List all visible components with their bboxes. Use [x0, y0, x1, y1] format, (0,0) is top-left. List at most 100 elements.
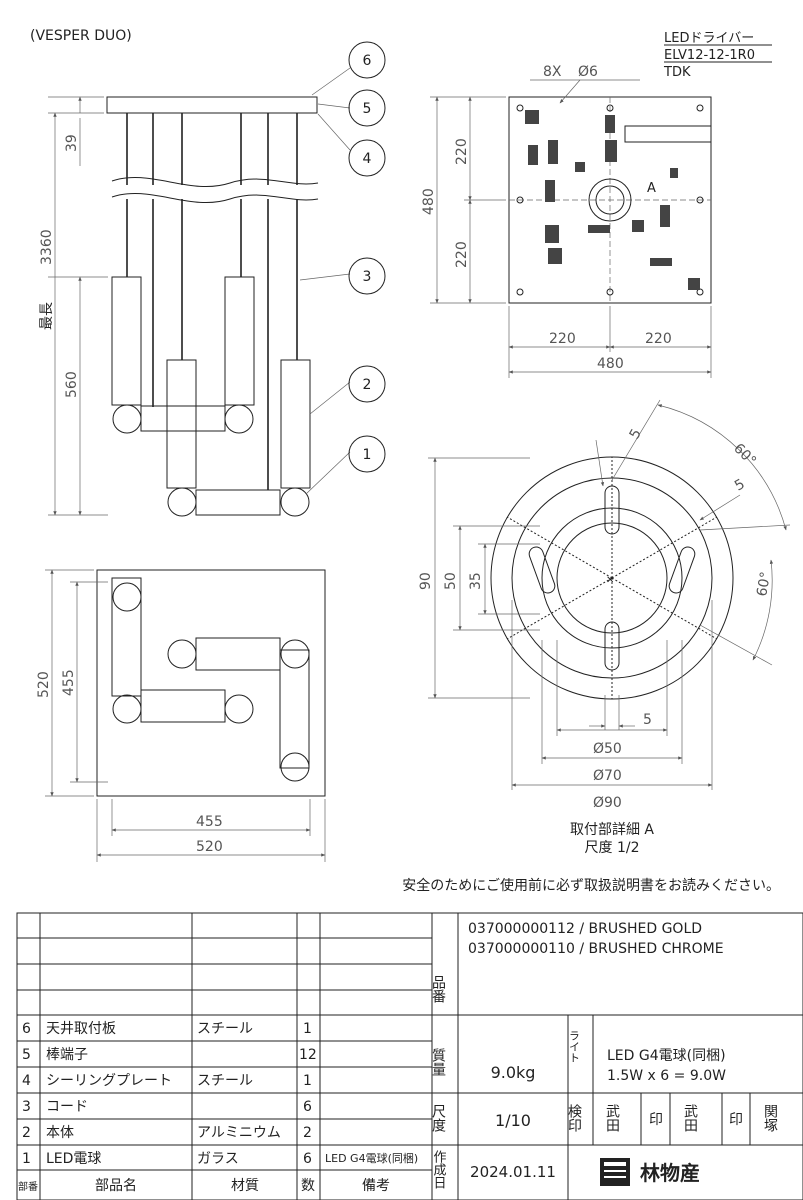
callout-2: 2 [348, 365, 386, 403]
detail-dim-35: 35 [468, 572, 484, 590]
plan-dim-520-horizontal: 520 [196, 839, 223, 855]
svg-text:12: 12 [299, 1047, 317, 1063]
dim-480-vertical: 480 [421, 188, 437, 215]
holes-count: 8X [543, 64, 562, 80]
break-line-top [111, 177, 319, 187]
body-tubes [111, 276, 311, 516]
part-row-3: 3 コード 6 [22, 1099, 312, 1115]
part-row-6: 6 天井取付板 スチール 1 [22, 1021, 312, 1037]
product-no-gold: 037000000112 / BRUSHED GOLD [468, 921, 702, 937]
detail-scale: 尺度 1/2 [585, 840, 640, 856]
mounting-plate-view: A 8X Ø6 480 220 220 220 220 480 [421, 64, 712, 378]
side-elevation-view: 39 3360 最長 560 6 5 4 3 [39, 41, 386, 517]
plan-outline [96, 569, 326, 797]
part-row-4: 4 シーリングプレート スチール 1 [22, 1073, 312, 1089]
svg-text:備考: 備考 [362, 1178, 390, 1194]
callout-3: 3 [348, 257, 386, 295]
check-label: 検印 [566, 1104, 582, 1132]
stamp-5: 関塚 [762, 1104, 778, 1132]
weight-label: 質量 [430, 1048, 446, 1076]
detail-dim-5-bottom: 5 [643, 712, 652, 728]
svg-text:2: 2 [363, 377, 372, 393]
title-block: 6 天井取付板 スチール 1 5 棒端子 12 4 シーリングプレート スチール… [16, 912, 803, 1200]
dim-560: 560 [64, 371, 80, 398]
svg-text:アルミニウム: アルミニウム [197, 1125, 281, 1141]
hole-diameter: Ø6 [578, 64, 598, 80]
svg-text:3: 3 [363, 269, 372, 285]
stamp-1: 武田 [604, 1104, 620, 1132]
svg-text:1: 1 [303, 1021, 312, 1037]
detail-dia-50: Ø50 [593, 741, 622, 757]
stamp-3: 武田 [682, 1104, 698, 1132]
terminal-blocks [525, 110, 700, 290]
company-logo [600, 1158, 630, 1186]
dim-220-upper: 220 [454, 138, 470, 165]
detail-a-view: ✕ [418, 399, 791, 856]
cords-lower [126, 199, 298, 490]
svg-text:2: 2 [303, 1125, 312, 1141]
stamp-2: 印 [649, 1112, 663, 1128]
dim-220-left: 220 [549, 331, 576, 347]
svg-text:TDK: TDK [663, 65, 691, 80]
svg-text:ELV12-12-1R0: ELV12-12-1R0 [664, 48, 755, 63]
plan-view: 520 455 455 520 [36, 569, 326, 862]
scale-label: 尺度 [430, 1104, 446, 1132]
svg-text:3: 3 [22, 1099, 31, 1115]
svg-text:LED G4電球(同梱): LED G4電球(同梱) [325, 1151, 418, 1165]
parts-header: 部番 部品名 材質 数 備考 [18, 1178, 390, 1194]
detail-mark-a: A [647, 181, 656, 196]
light-label: ライト [568, 1030, 581, 1063]
safety-note: 安全のためにご使用前に必ず取扱説明書をお読みください。 [402, 877, 780, 894]
detail-dim-50: 50 [443, 572, 459, 590]
plan-dim-455-horizontal: 455 [196, 814, 223, 830]
detail-dia-90: Ø90 [593, 795, 622, 811]
detail-dim-5-top: 5 [627, 426, 645, 442]
dim-39: 39 [64, 134, 80, 152]
created-date: 2024.01.11 [470, 1163, 556, 1181]
detail-title: 取付部詳細 A [570, 822, 654, 838]
plan-dim-520-vertical: 520 [36, 671, 52, 698]
led-driver-label: LEDドライバー ELV12-12-1R0 TDK [663, 31, 772, 80]
cords-upper [126, 113, 298, 185]
svg-text:ガラス: ガラス [197, 1151, 239, 1167]
svg-text:天井取付板: 天井取付板 [46, 1021, 116, 1037]
weight-value: 9.0kg [491, 1063, 536, 1082]
product-no-chrome: 037000000110 / BRUSHED CHROME [468, 941, 724, 957]
detail-dim-90: 90 [418, 572, 434, 590]
svg-text:スチール: スチール [197, 1021, 253, 1037]
svg-text:シーリングプレート: シーリングプレート [46, 1073, 172, 1089]
light-spec-2: 1.5W x 6 = 9.0W [607, 1068, 726, 1084]
detail-center: ✕ [606, 575, 614, 586]
svg-text:部品名: 部品名 [95, 1178, 137, 1194]
svg-text:5: 5 [22, 1047, 31, 1063]
dim-220-right: 220 [645, 331, 672, 347]
svg-text:本体: 本体 [46, 1125, 74, 1141]
svg-text:2: 2 [22, 1125, 31, 1141]
parts-list: 6 天井取付板 スチール 1 5 棒端子 12 4 シーリングプレート スチール… [18, 1021, 418, 1194]
svg-text:4: 4 [363, 151, 372, 167]
part-row-1: 1 LED電球 ガラス 6 LED G4電球(同梱) [22, 1151, 418, 1167]
company-name: 林物産 [640, 1161, 700, 1185]
part-row-5: 5 棒端子 12 [22, 1047, 317, 1063]
callout-6: 6 [348, 41, 386, 79]
callout-4: 4 [348, 139, 386, 177]
svg-text:コード: コード [46, 1099, 88, 1115]
callout-5: 5 [348, 89, 386, 127]
model-name: (VESPER DUO) [30, 28, 132, 44]
callout-leaders [299, 67, 351, 495]
svg-text:4: 4 [22, 1073, 31, 1089]
detail-dim-60-right: 60° [754, 570, 774, 597]
svg-text:1: 1 [363, 447, 372, 463]
callout-1: 1 [348, 435, 386, 473]
svg-text:LEDドライバー: LEDドライバー [664, 31, 754, 46]
part-row-2: 2 本体 アルミニウム 2 [22, 1125, 312, 1141]
svg-text:6: 6 [22, 1021, 31, 1037]
driver-box [624, 125, 712, 143]
svg-text:6: 6 [303, 1151, 312, 1167]
svg-text:数: 数 [301, 1178, 315, 1194]
led-bulbs [112, 404, 310, 517]
ceiling-plate [106, 96, 318, 114]
svg-text:棒端子: 棒端子 [46, 1047, 88, 1063]
dim-480-horizontal: 480 [597, 356, 624, 372]
